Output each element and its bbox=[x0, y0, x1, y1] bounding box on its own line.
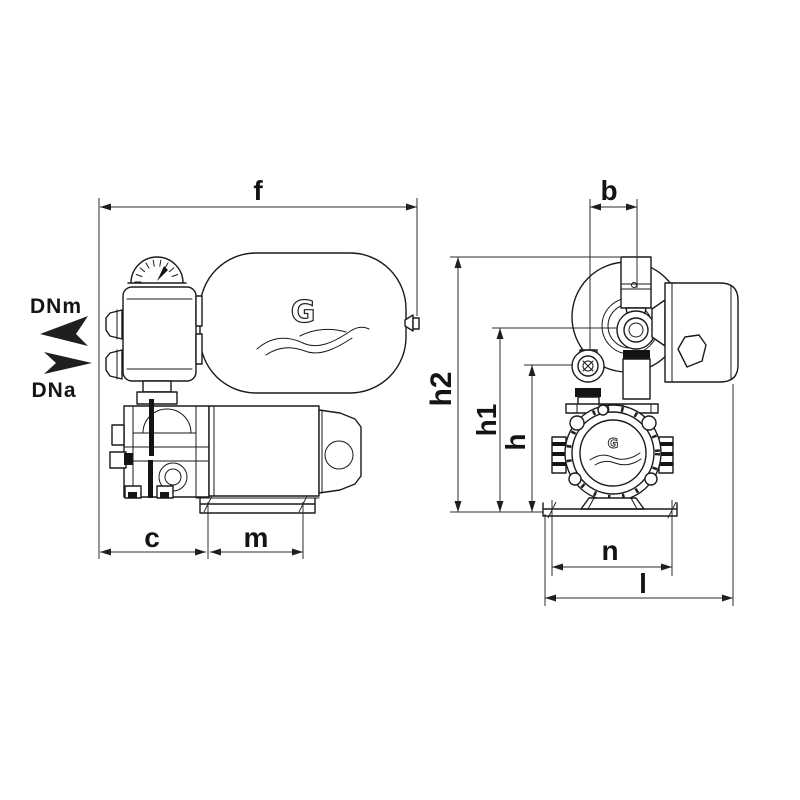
dim-label-h2: h2 bbox=[425, 371, 458, 406]
motor-body bbox=[208, 405, 362, 497]
dim-label-f: f bbox=[253, 175, 263, 206]
hose-clamp-band bbox=[575, 388, 601, 397]
dimension-f: f bbox=[98, 175, 418, 559]
arrowhead bbox=[406, 203, 417, 211]
pump-front-logo: G bbox=[589, 437, 642, 466]
pressure-gauge bbox=[127, 256, 187, 284]
logo-wave-1 bbox=[256, 326, 370, 350]
dim-label-h1: h1 bbox=[471, 404, 502, 437]
clamp-ring bbox=[566, 406, 660, 500]
dim-label-h: h bbox=[500, 433, 531, 450]
outlet-hose-fitting bbox=[105, 309, 123, 340]
discharge-elbow bbox=[616, 310, 656, 400]
port-label-dnm: DNm bbox=[30, 295, 82, 318]
pressure-switch-box bbox=[105, 286, 203, 405]
fitting-slot bbox=[582, 360, 594, 372]
logo-wave-2 bbox=[265, 337, 353, 356]
head-bolt bbox=[148, 460, 153, 498]
pump-front: G bbox=[542, 403, 678, 519]
tank-valve-nipple bbox=[404, 314, 414, 332]
switch-mount-bracket bbox=[651, 299, 666, 347]
dimension-h2: h2 bbox=[425, 256, 620, 513]
pump-head bbox=[109, 399, 210, 499]
flow-arrow-outlet bbox=[40, 316, 88, 346]
accumulator-tank: G bbox=[199, 252, 420, 394]
logo-letter: G bbox=[291, 295, 316, 330]
head-dome bbox=[142, 408, 192, 434]
tank-bracket-tab bbox=[195, 295, 203, 327]
switch-neck bbox=[142, 380, 172, 393]
dimension-b: b bbox=[589, 175, 638, 350]
dimension-h: h bbox=[500, 364, 573, 512]
mounting-plate-side bbox=[195, 495, 320, 514]
tank-bracket-tab bbox=[195, 333, 203, 365]
dim-label-n: n bbox=[601, 535, 618, 566]
bolt bbox=[644, 472, 658, 486]
bolt bbox=[641, 415, 657, 431]
bolt bbox=[568, 472, 582, 486]
gauge-needle bbox=[157, 266, 168, 281]
side-port bbox=[109, 451, 127, 469]
dim-label-b: b bbox=[600, 175, 617, 206]
dimension-l: l bbox=[544, 384, 734, 606]
end-cap-boss bbox=[324, 440, 354, 470]
inlet-hose-fitting bbox=[105, 349, 123, 380]
discharge-pipe bbox=[622, 358, 651, 400]
port-callouts: DNm DNa bbox=[30, 295, 92, 402]
end-view: G bbox=[542, 256, 739, 519]
logo-wave-3 bbox=[299, 328, 347, 337]
dimension-c: c bbox=[100, 502, 209, 559]
hose-clamp-band bbox=[623, 350, 650, 359]
base-plate-end bbox=[542, 502, 678, 517]
tank-brand-logo: G bbox=[256, 294, 370, 356]
bolt bbox=[569, 415, 585, 431]
pressure-switch-end bbox=[651, 282, 739, 383]
discharge-riser bbox=[620, 256, 652, 319]
dim-label-m: m bbox=[244, 522, 269, 553]
motor-end-cap bbox=[318, 409, 362, 494]
pump-face-inner bbox=[579, 419, 647, 487]
gauge-ticks bbox=[134, 259, 179, 283]
port-label-dna: DNa bbox=[31, 379, 76, 402]
side-port bbox=[111, 424, 125, 446]
dimension-n: n bbox=[551, 500, 673, 576]
dim-label-c: c bbox=[144, 522, 160, 553]
suction-elbow bbox=[571, 349, 605, 406]
dimension-h1: h1 bbox=[471, 327, 618, 512]
side-view: G bbox=[105, 252, 420, 514]
dim-label-l: l bbox=[639, 568, 647, 599]
flow-arrow-inlet bbox=[44, 352, 92, 374]
head-bolt bbox=[149, 399, 154, 456]
dimension-m: m bbox=[210, 502, 304, 559]
bolt bbox=[597, 404, 609, 416]
switch-collar bbox=[136, 391, 178, 405]
logo-letter-small: G bbox=[608, 437, 619, 452]
arrowhead bbox=[100, 203, 111, 211]
cable-gland-hex bbox=[677, 334, 707, 368]
